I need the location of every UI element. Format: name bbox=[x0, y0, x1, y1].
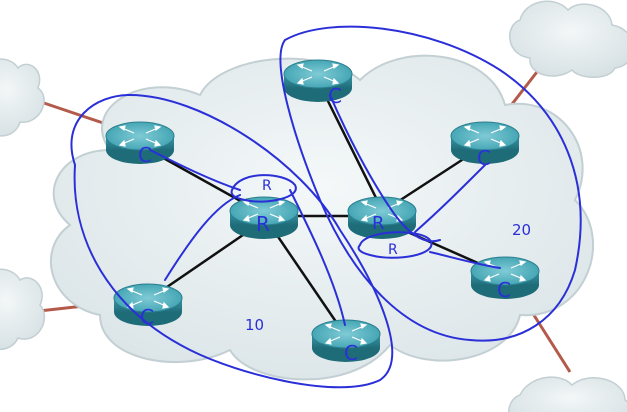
cloud-icon-top-left bbox=[0, 58, 45, 137]
area-10-outline bbox=[70, 93, 394, 389]
area-label-20: 20 bbox=[512, 221, 531, 239]
router-label-right-top: C bbox=[477, 146, 491, 170]
router-label-top: C bbox=[328, 84, 342, 108]
inner-link-bottom bbox=[289, 189, 346, 326]
link-top-center bbox=[318, 84, 384, 211]
annotation-r-below-center: R bbox=[388, 242, 398, 258]
link-centerleft-bottommid bbox=[266, 221, 347, 336]
router-label-right-bottom: C bbox=[497, 278, 511, 302]
cloud-icon-top-right bbox=[509, 0, 627, 78]
area-label-10: 10 bbox=[245, 316, 264, 334]
router-center-left[interactable]: R bbox=[229, 196, 299, 240]
annotation-r-left: R bbox=[262, 178, 272, 194]
inner-link-left-bottom bbox=[164, 194, 241, 281]
router-label-left-top: C bbox=[138, 143, 152, 167]
hand-annotations bbox=[70, 25, 582, 389]
r-ellipse-center bbox=[357, 231, 433, 259]
router-label-center-left: R bbox=[256, 212, 270, 236]
router-label-center: R bbox=[372, 213, 385, 234]
inner-link-top bbox=[329, 94, 441, 243]
router-left-top[interactable]: C bbox=[105, 121, 175, 167]
inner-link-right-top bbox=[414, 164, 486, 233]
router-label-bottom-mid: C bbox=[344, 341, 358, 365]
router-bottom-mid[interactable]: C bbox=[311, 319, 381, 365]
router-right-top[interactable]: C bbox=[450, 121, 520, 170]
inner-link-right-bottom bbox=[429, 251, 501, 269]
router-center[interactable]: R bbox=[347, 196, 417, 240]
router-left-bottom[interactable]: C bbox=[113, 283, 183, 329]
area-20-outline bbox=[279, 25, 582, 342]
annotation-texts: R R 10 20 bbox=[245, 178, 531, 334]
router-top[interactable]: C bbox=[283, 59, 353, 108]
router-label-left-bottom: C bbox=[140, 305, 154, 329]
cloud-icon-bottom-left bbox=[0, 268, 46, 350]
routers: C C C R R C C bbox=[105, 59, 540, 365]
cloud-icon-bottom-right bbox=[508, 376, 627, 412]
router-right-bottom[interactable]: C bbox=[470, 256, 540, 302]
inner-link-left-top bbox=[149, 149, 241, 191]
